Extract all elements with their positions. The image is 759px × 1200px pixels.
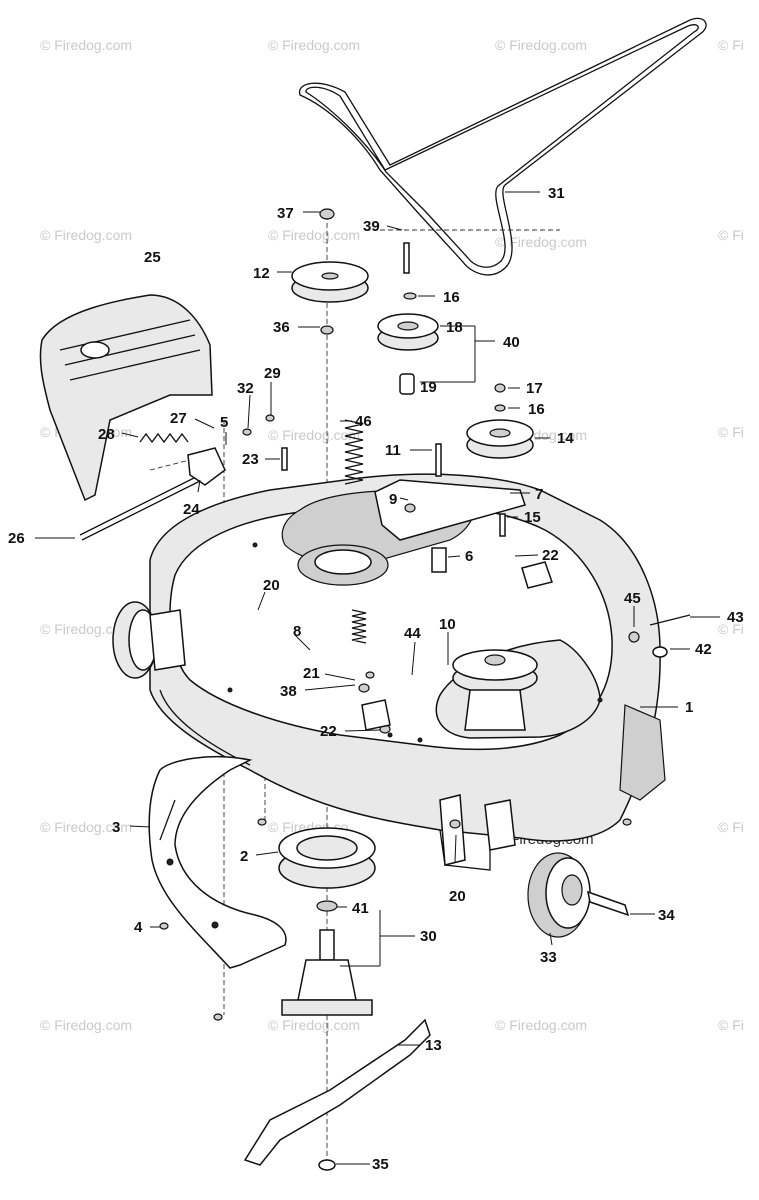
callout-label: 29 (264, 365, 281, 382)
callout-label: 10 (439, 616, 456, 633)
callout-label: 37 (277, 205, 294, 222)
watermark: © Firedog.com (495, 234, 587, 250)
callout-label: 17 (526, 380, 543, 397)
watermark: © Firedog.com (268, 227, 360, 243)
callout-label: 22 (542, 547, 559, 564)
watermark: © Firedog.com (40, 819, 132, 835)
spindle-pulley-deck (452, 649, 538, 731)
callout-label: 41 (352, 900, 369, 917)
spring-46 (344, 419, 364, 485)
callout-label: 2 (240, 848, 248, 865)
spindle-housing-ring (278, 827, 376, 889)
callout-label: 43 (727, 609, 744, 626)
bearing-41 (316, 900, 338, 912)
callout-label: 13 (425, 1037, 442, 1054)
callout-label: 32 (237, 380, 254, 397)
pivot-rod-26 (79, 469, 213, 541)
callout-label: 25 (144, 249, 161, 266)
callout-label: 12 (253, 265, 270, 282)
watermark: © Firedog.com (40, 37, 132, 53)
spring-20 (351, 609, 367, 644)
callout-label: 18 (446, 319, 463, 336)
callout-label: 4 (134, 919, 143, 936)
callout-label: 31 (548, 185, 565, 202)
blade-bolt-35 (318, 1159, 336, 1171)
callout-label: 38 (280, 683, 297, 700)
spring-28 (139, 432, 189, 444)
callout-label: 45 (624, 590, 641, 607)
callout-label: 27 (170, 410, 187, 427)
drive-belt-drawing (299, 17, 707, 276)
callout-label: 33 (540, 949, 557, 966)
callout-label: 16 (528, 401, 545, 418)
discharge-chute (39, 294, 213, 502)
watermark: © Firedog.com (268, 427, 360, 443)
callout-label: 6 (465, 548, 473, 565)
callout-label: 40 (503, 334, 520, 351)
callout-label: 20 (263, 577, 280, 594)
idler-pulley-18 (377, 313, 439, 351)
callout-label: 8 (293, 623, 301, 640)
idler-pulley-14 (466, 419, 534, 459)
gauge-wheel (527, 852, 630, 938)
cutting-blade-13 (243, 1018, 431, 1166)
watermark: © Firedog.com (40, 227, 132, 243)
watermark: © Fi (718, 621, 744, 637)
callout-label: 28 (98, 426, 115, 443)
callout-label: 26 (8, 530, 25, 547)
callout-label: 35 (372, 1156, 389, 1173)
watermark: © Firedog.com (495, 1017, 587, 1033)
bracket-24 (187, 447, 226, 486)
callout-label: 30 (420, 928, 437, 945)
blade-baffle (148, 755, 287, 969)
callout-label: 20 (449, 888, 466, 905)
watermark: © Firedog.com (268, 1017, 360, 1033)
fasteners (159, 208, 691, 1021)
callout-label: 14 (557, 430, 574, 447)
callout-label: 15 (524, 509, 541, 526)
pulley-12 (291, 261, 369, 303)
spindle-assembly-30 (281, 929, 373, 1016)
idler-arm-7 (374, 479, 526, 573)
callout-label: 42 (695, 641, 712, 658)
watermark: © Firedog.com (40, 621, 132, 637)
front-wheel-left (112, 601, 186, 679)
watermark: © Fi (718, 819, 744, 835)
leader-lines (35, 191, 720, 1165)
watermark: © Fi (718, 227, 744, 243)
callout-label: 44 (404, 625, 421, 642)
callout-labels: 31 37 39 25 12 16 36 18 40 19 17 29 32 1… (8, 185, 744, 1173)
callout-label: 21 (303, 665, 320, 682)
callout-label: 19 (420, 379, 437, 396)
callout-label: 39 (363, 218, 380, 235)
callout-label: 3 (112, 819, 120, 836)
callout-label: 5 (220, 414, 228, 431)
watermark: © Fi (718, 37, 744, 53)
callout-label: 16 (443, 289, 460, 306)
callout-label: 11 (385, 442, 401, 459)
callout-label: 24 (183, 501, 200, 518)
watermark: © Firedog.com (40, 1017, 132, 1033)
callout-label: 46 (355, 413, 372, 430)
callout-label: 23 (242, 451, 259, 468)
callout-label: 34 (658, 907, 675, 924)
callout-label: 36 (273, 319, 290, 336)
watermark: © Fi (718, 424, 744, 440)
callout-label: 1 (685, 699, 693, 716)
callout-label: 7 (535, 486, 543, 503)
callout-label: 22 (320, 723, 337, 740)
callout-label: 9 (389, 491, 397, 508)
watermark: © Firedog.com (495, 37, 587, 53)
watermark: © Fi (718, 1017, 744, 1033)
spacer-19 (399, 373, 415, 395)
watermark: © Firedog.com (268, 37, 360, 53)
